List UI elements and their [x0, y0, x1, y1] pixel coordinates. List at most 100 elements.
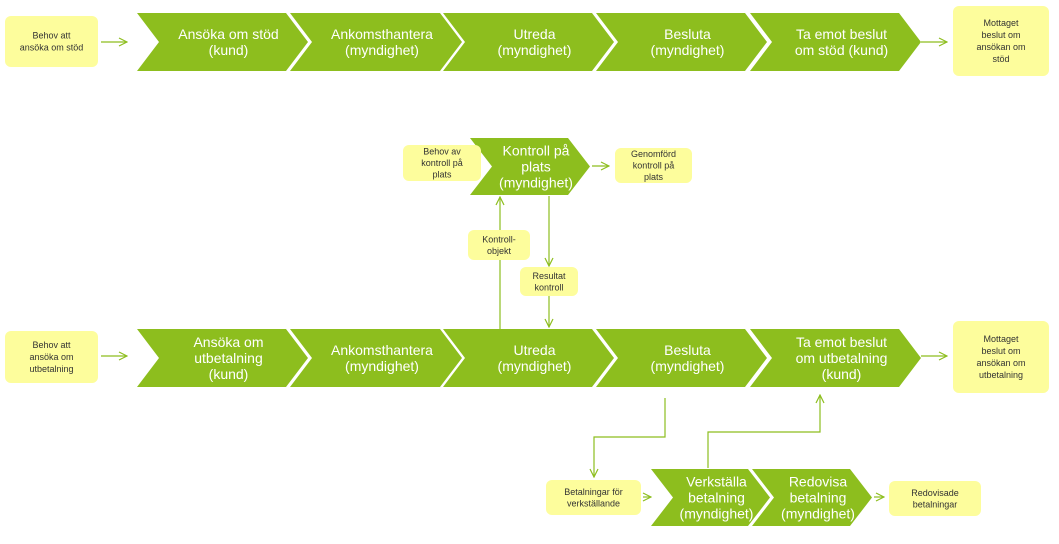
row3-step-1-label-line: Verkställa — [686, 473, 747, 489]
row2-step-3-label-line: Utreda — [513, 342, 555, 358]
row2-output-note-text-line: utbetalning — [979, 370, 1023, 380]
verkstalla-to-receive-line — [707, 395, 820, 468]
control-object-note-box — [468, 230, 530, 260]
row2-output-note-text-line: ansökan om — [976, 358, 1025, 368]
row3-step-1-label-line: betalning — [688, 489, 745, 505]
control-input-note-text-line: kontroll på — [421, 158, 463, 168]
row2-step-1-label-line: (kund) — [209, 366, 249, 382]
process-steps: Ansöka om stöd(kund)Ankomsthantera(myndi… — [137, 13, 921, 526]
row1-step-1-label-line: Ansöka om stöd — [178, 26, 278, 42]
row2-step-2-label-line: Ankomsthantera — [331, 342, 433, 358]
control-output-note-text-line: kontroll på — [633, 161, 675, 171]
row1-step-3-shape — [443, 13, 614, 71]
row1-step-1-label: Ansöka om stöd(kund) — [178, 26, 278, 58]
row1-input-note-text-line: Behov att — [32, 31, 71, 41]
row3-step-2-label-line: betalning — [790, 489, 847, 505]
row1-step-1-shape — [137, 13, 308, 71]
row1-step-2-shape — [290, 13, 462, 71]
row1-step-5-shape — [750, 13, 921, 71]
control-input-note-text-line: plats — [432, 170, 452, 180]
row2-step-2-label-line: (myndighet) — [345, 358, 419, 374]
row2-step-3-shape — [443, 329, 614, 387]
row1-step-4-shape — [596, 13, 767, 71]
row2-input-note-text-line: ansöka om — [29, 352, 73, 362]
control-object-note-text-line: Kontroll- — [482, 234, 516, 244]
control-object-note: Kontroll-objekt — [468, 230, 530, 260]
row2-step-4-label: Besluta(myndighet) — [651, 342, 725, 374]
control-output-note-text-line: plats — [644, 172, 664, 182]
row3-input-note-text-line: verkställande — [567, 498, 620, 508]
row1-step-2: Ankomsthantera(myndighet) — [290, 13, 462, 71]
control-result-note-text-line: kontroll — [534, 282, 563, 292]
row1-step-4-label: Besluta(myndighet) — [651, 26, 725, 58]
row1-step-4-label-line: (myndighet) — [651, 42, 725, 58]
connectors — [101, 42, 947, 497]
row1-output-note-text-line: Mottaget — [983, 18, 1019, 28]
row1-input-note-box — [5, 16, 98, 67]
control-input-note-text-line: Behov av — [423, 147, 461, 157]
row1-output-note-text-line: beslut om — [981, 30, 1020, 40]
row2-step-1-label-line: Ansöka om — [193, 334, 263, 350]
control-result-note-text-line: Resultat — [532, 271, 566, 281]
row2-step-4-label-line: (myndighet) — [651, 358, 725, 374]
row1-step-2-label-line: Ankomsthantera — [331, 26, 433, 42]
control-input-note-box — [403, 145, 481, 181]
control-object-note-text: Kontroll-objekt — [482, 234, 516, 256]
row1-step-5-label-line: om stöd (kund) — [795, 42, 888, 58]
row2-input-note: Behov att ansöka om utbetalning — [5, 331, 98, 383]
control-step-label-line: Kontroll på — [503, 142, 570, 158]
row1-step-3: Utreda(myndighet) — [443, 13, 614, 71]
control-step-label-line: (myndighet) — [499, 174, 573, 190]
row3-input-note-box — [546, 480, 641, 515]
row3-step-1-shape — [651, 469, 770, 526]
row1-step-1-label-line: (kund) — [209, 42, 249, 58]
row2-step-5-label-line: Ta emot beslut — [796, 334, 887, 350]
row1-step-4-label-line: Besluta — [664, 26, 711, 42]
row3-step-2-shape — [752, 469, 872, 526]
row1-output-note-box — [953, 6, 1049, 76]
row3-step-2-label-line: (myndighet) — [781, 505, 855, 521]
row2-step-1-shape — [137, 329, 308, 387]
row2-step-1-label-line: utbetalning — [194, 350, 263, 366]
row2-input-note-text: Behov att ansöka om utbetalning — [29, 340, 73, 374]
control-step-label-line: plats — [521, 158, 551, 174]
row2-step-5-shape — [750, 329, 921, 387]
control-result-note-box — [520, 267, 578, 296]
row2-input-note-text-line: utbetalning — [29, 364, 73, 374]
row1-step-5-label-line: Ta emot beslut — [796, 26, 887, 42]
row2-step-4-label-line: Besluta — [664, 342, 711, 358]
besluta-to-payment-line — [594, 398, 666, 477]
row2-step-5-label-line: (kund) — [822, 366, 862, 382]
row2-step-5-label-line: om utbetalning — [796, 350, 888, 366]
control-output-note-box — [615, 148, 692, 183]
row1-output-note-text-line: ansökan om — [976, 42, 1025, 52]
row2-step-4-shape — [596, 329, 767, 387]
row1-step-1: Ansöka om stöd(kund) — [137, 13, 308, 71]
row2-step-2-label: Ankomsthantera(myndighet) — [331, 342, 433, 374]
row2-input-note-text-line: Behov att — [32, 340, 71, 350]
row2-output-note-box — [953, 321, 1049, 393]
row3-step-1-label-line: (myndighet) — [680, 505, 754, 521]
